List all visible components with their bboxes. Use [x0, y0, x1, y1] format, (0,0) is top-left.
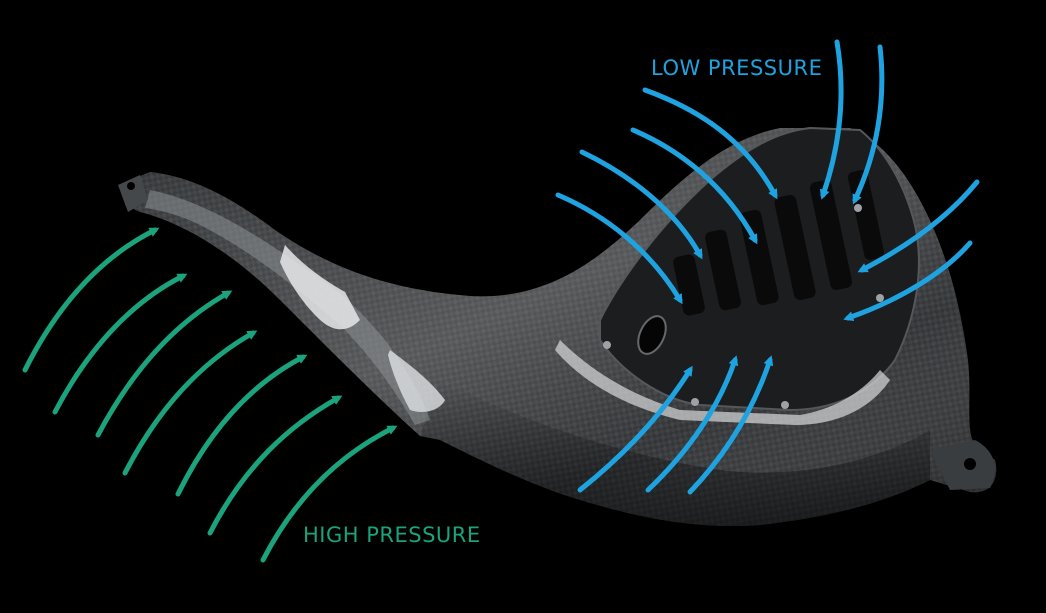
low-pressure-arrow — [819, 39, 844, 200]
low-pressure-arrow — [630, 127, 758, 245]
low-pressure-label: LOW PRESSURE — [651, 56, 823, 80]
low-pressure-arrow — [579, 149, 703, 260]
plate-bolts — [603, 204, 884, 409]
high-pressure-arrow — [52, 273, 188, 415]
snorkel-white-patch — [280, 245, 360, 330]
snorkel-highlight — [145, 190, 430, 425]
high-pressure-arrow — [22, 227, 160, 373]
high-pressure-arrow — [260, 425, 398, 563]
snorkel-white-strip — [388, 350, 445, 412]
low-pressure-arrow — [857, 179, 980, 273]
low-pressure-arrow — [852, 44, 885, 205]
low-pressure-arrow — [843, 240, 973, 322]
low-pressure-arrow — [555, 192, 683, 305]
high-pressure-arrow — [95, 290, 233, 438]
high-pressure-arrow — [175, 354, 308, 497]
airbox-lower-shade — [420, 380, 930, 526]
high-pressure-label: HIGH PRESSURE — [303, 523, 481, 547]
low-pressure-arrow — [687, 355, 774, 495]
low-pressure-arrow — [642, 87, 778, 200]
low-pressure-arrow — [645, 355, 739, 493]
left-mounting-tab — [118, 175, 148, 212]
high-pressure-arrow — [207, 395, 343, 536]
right-tab-hole — [964, 458, 976, 470]
high-pressure-arrow — [122, 330, 258, 476]
carbon-airbox — [118, 126, 997, 526]
left-tab-hole — [127, 182, 135, 190]
plate-lower-trim — [555, 340, 890, 425]
high-pressure-arrows — [22, 227, 398, 563]
plate-port — [637, 315, 667, 355]
right-mounting-tab — [930, 440, 995, 490]
low-pressure-arrow — [577, 365, 693, 493]
low-pressure-arrows — [555, 39, 980, 495]
